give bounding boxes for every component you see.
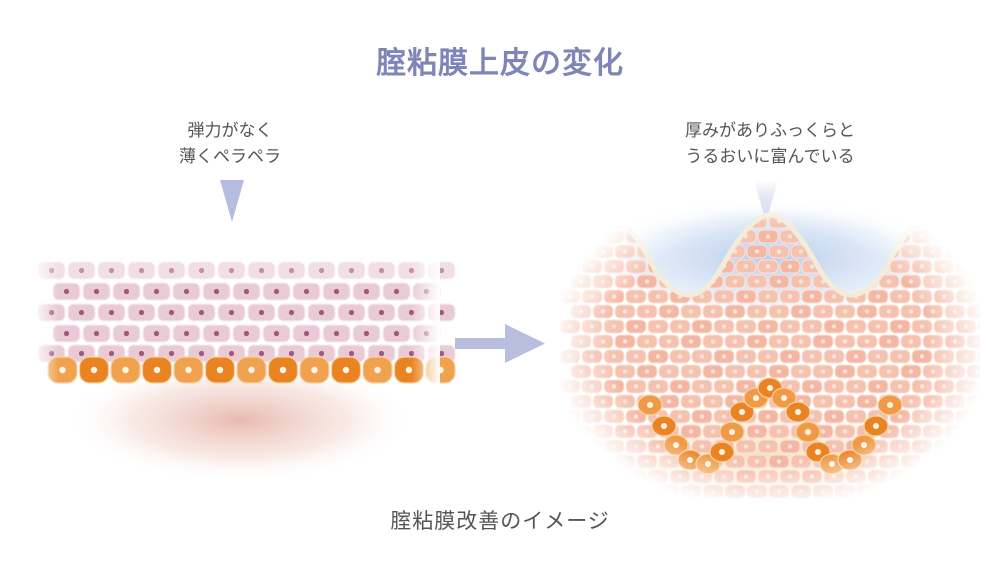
thin-cell-nucleus xyxy=(438,309,445,316)
transition-arrow-icon xyxy=(455,324,545,363)
thin-caption-line-2: 薄くペラペラ xyxy=(179,147,281,167)
thin-cell-nucleus xyxy=(438,267,445,274)
diagram-footer: 腟粘膜改善のイメージ xyxy=(390,509,610,533)
thick-caption-line-1: 厚みがありふっくらと xyxy=(685,121,855,141)
thick-caption-line-2: うるおいに富んでいる xyxy=(685,147,855,167)
thin-edge-fade xyxy=(30,245,440,395)
thick-edge-fade xyxy=(550,180,990,510)
thick-mucosa-caption: 厚みがありふっくらと うるおいに富んでいる xyxy=(630,118,910,170)
thin-caption-line-1: 弾力がなく xyxy=(187,121,273,141)
diagram-title: 腟粘膜上皮の変化 xyxy=(376,46,624,81)
thin-epithelium xyxy=(30,245,456,482)
thin-mucosa-caption: 弾力がなく 薄くペラペラ xyxy=(120,118,340,170)
thin-cell-nucleus xyxy=(438,350,445,357)
thin-pointer-icon xyxy=(220,180,244,222)
thick-epithelium xyxy=(550,180,990,510)
